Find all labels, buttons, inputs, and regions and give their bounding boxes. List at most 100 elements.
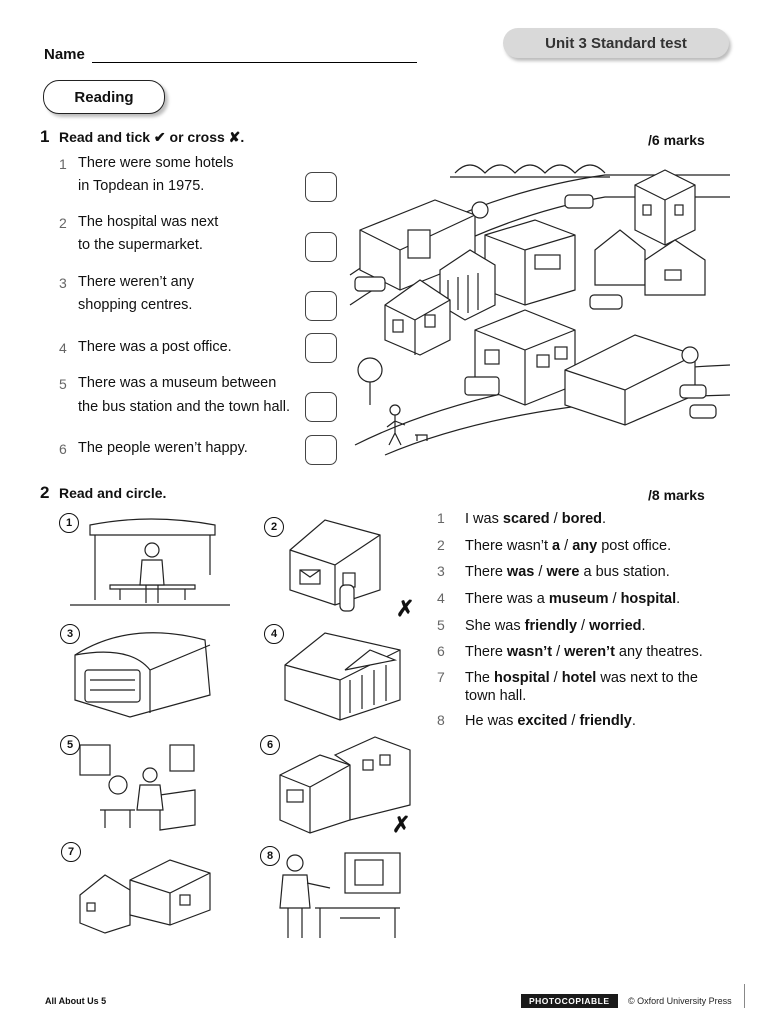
- q2-sentence-2: There wasn’t a / any post office.: [465, 537, 671, 555]
- post-office-picture: [289, 519, 381, 612]
- picture-number: 2: [264, 517, 284, 537]
- car-icon: [354, 276, 386, 292]
- option-a[interactable]: friendly: [524, 618, 578, 634]
- separator: /: [567, 713, 580, 729]
- option-b[interactable]: hotel: [561, 670, 597, 686]
- option-a[interactable]: museum: [548, 591, 609, 607]
- q1-item-line: There was a post office.: [78, 339, 232, 355]
- footer-publisher: © Oxford University Press: [628, 996, 732, 1006]
- separator: /: [608, 591, 621, 607]
- q1-item-line: the bus station and the town hall.: [78, 399, 291, 415]
- option-b[interactable]: bored: [561, 511, 603, 527]
- sentence-text: She was: [465, 618, 525, 634]
- house-building: [384, 279, 451, 356]
- option-a[interactable]: excited: [517, 713, 568, 729]
- answer-box-2[interactable]: [305, 232, 337, 262]
- q1-item-line: The people weren’t happy.: [78, 440, 248, 456]
- sentence-text: any theatres.: [614, 644, 703, 660]
- q1-item-line: There weren’t any: [78, 274, 195, 290]
- q1-item-number: 5: [59, 376, 67, 392]
- option-b[interactable]: friendly: [579, 713, 632, 729]
- option-a[interactable]: wasn’t: [506, 644, 553, 660]
- q1-item-line: to the supermarket.: [78, 237, 203, 253]
- option-a[interactable]: a: [552, 538, 561, 554]
- option-a[interactable]: was: [506, 564, 535, 580]
- option-a[interactable]: scared: [502, 511, 550, 527]
- sentence-text: was next to the: [596, 670, 698, 686]
- sentence-text: post office.: [597, 538, 672, 554]
- sentence-text: There: [465, 564, 507, 580]
- photocopiable-badge: PHOTOCOPIABLE: [521, 994, 618, 1008]
- sentence-text: .: [602, 511, 607, 527]
- q2-item-number: 6: [437, 643, 445, 659]
- separator: /: [549, 511, 562, 527]
- houses-hospital-picture: [79, 859, 211, 934]
- q1-item-number: 4: [59, 340, 67, 356]
- name-label: Name: [44, 46, 85, 63]
- sentence-text: He was: [465, 713, 518, 729]
- q2-sentence-1: I was scared / bored.: [465, 510, 606, 528]
- q1-instruction: Read and tick ✔ or cross ✘.: [59, 129, 245, 145]
- answer-box-4[interactable]: [305, 333, 337, 363]
- sentence-text: The: [465, 670, 495, 686]
- separator: /: [552, 644, 565, 660]
- q2-item-number: 8: [437, 712, 445, 728]
- q2-item-number: 5: [437, 617, 445, 633]
- answer-box-1[interactable]: [305, 172, 337, 202]
- q2-sentence-6: There wasn’t / weren’t any theatres.: [465, 643, 703, 661]
- tree-icon: [471, 201, 489, 219]
- picture-number: 4: [264, 624, 284, 644]
- section-reading-badge: Reading: [43, 80, 165, 114]
- option-b[interactable]: were: [546, 564, 580, 580]
- answer-box-3[interactable]: [305, 291, 337, 321]
- separator: /: [577, 618, 590, 634]
- q1-number: 1: [40, 127, 50, 146]
- option-b[interactable]: weren’t: [564, 644, 615, 660]
- q1-item-line: There were some hotels: [78, 155, 234, 171]
- car-icon: [589, 294, 623, 310]
- q1-item-number: 3: [59, 275, 67, 291]
- option-b[interactable]: any: [572, 538, 598, 554]
- bus-stop-picture: [70, 518, 230, 606]
- separator: /: [560, 538, 573, 554]
- town-hall-building: [634, 169, 696, 246]
- picture-number: 3: [60, 624, 80, 644]
- sentence-text: a bus station.: [579, 564, 670, 580]
- answer-box-6[interactable]: [305, 435, 337, 465]
- unit-title-badge: Unit 3 Standard test: [503, 28, 729, 58]
- car-icon: [689, 404, 717, 419]
- picture-number: 1: [59, 513, 79, 533]
- sentence-text: .: [676, 591, 681, 607]
- option-a[interactable]: hospital: [494, 670, 550, 686]
- example-cross-mark: ✗: [392, 812, 411, 837]
- q2-sentence-5: She was friendly / worried.: [465, 617, 646, 635]
- town-map-illustration: [349, 164, 731, 456]
- q2-sentence-7: The hospital / hotel was next to the: [465, 669, 698, 687]
- q2-item-number: 4: [437, 590, 445, 606]
- footer-divider: [744, 984, 745, 1008]
- q2-marks: /8 marks: [648, 487, 705, 503]
- q1-item-number: 6: [59, 441, 67, 457]
- q1-item-line: in Topdean in 1975.: [78, 178, 205, 194]
- museum-picture: [284, 632, 401, 721]
- q1-item-number: 2: [59, 215, 67, 231]
- footer-book-title: All About Us 5: [45, 996, 107, 1006]
- answer-box-5[interactable]: [305, 392, 337, 422]
- hospital-building: [484, 219, 576, 306]
- bus-station-building: [564, 334, 696, 426]
- name-input-line[interactable]: [92, 62, 417, 63]
- theatre-picture: [279, 736, 411, 834]
- car-icon: [679, 384, 707, 399]
- tree-icon: [681, 346, 699, 364]
- example-cross-mark: ✗: [396, 596, 415, 621]
- picture-number: 8: [260, 846, 280, 866]
- tree-icon: [357, 357, 383, 383]
- separator: /: [549, 670, 562, 686]
- q2-item-number: 1: [437, 510, 445, 526]
- sentence-text: .: [641, 618, 646, 634]
- dog-icon: [415, 434, 428, 441]
- option-b[interactable]: hospital: [620, 591, 677, 607]
- sentence-text: .: [631, 713, 636, 729]
- option-b[interactable]: worried: [589, 618, 642, 634]
- sentence-text: There: [465, 644, 507, 660]
